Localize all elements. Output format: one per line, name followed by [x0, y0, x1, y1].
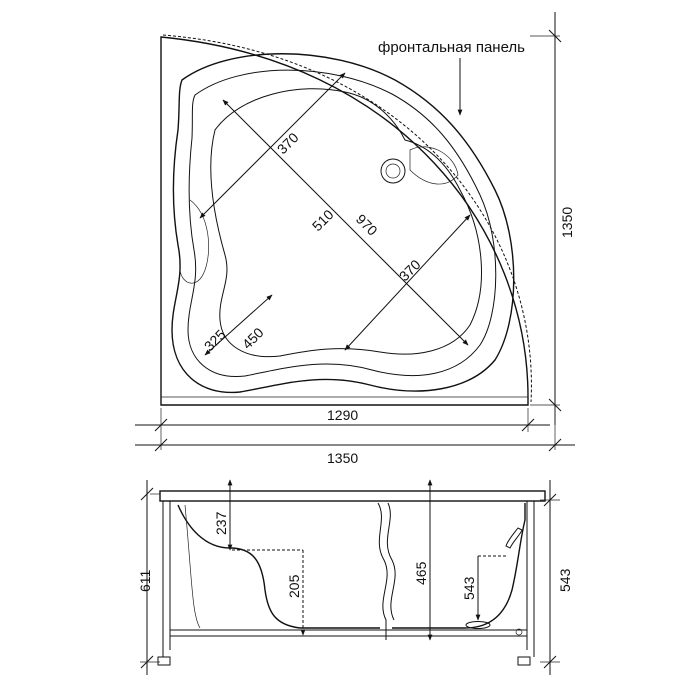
dim-543-right: 543 — [557, 568, 573, 592]
drain-circle — [380, 158, 406, 184]
dim-611-tick-t — [140, 487, 154, 501]
dim-450: 450 — [239, 324, 267, 352]
dim-1350-tick-l — [154, 438, 168, 452]
seat-contour — [179, 199, 209, 284]
dim-height-1350: 1350 — [559, 207, 575, 238]
cut-section-2 — [386, 502, 396, 621]
body-right-profile — [392, 503, 526, 629]
drain-side — [465, 621, 491, 629]
dim-510: 510 — [309, 206, 337, 234]
drain-inner — [385, 163, 401, 179]
diag-370-lower-line — [344, 214, 471, 351]
dim-1290-tick-l — [154, 418, 168, 432]
tick-bottom — [548, 398, 562, 412]
dim-325: 325 — [201, 326, 229, 354]
front-panel-label: фронтальная панель — [378, 39, 525, 56]
foot-left — [157, 656, 171, 666]
side-view: 611 237 205 465 543 543 — [137, 479, 573, 675]
body-left-profile — [177, 504, 380, 629]
top-view: 370 510 970 370 325 450 фронтальная пане… — [135, 12, 575, 466]
dim-543-tick-b — [543, 655, 557, 669]
bowl-inner — [187, 69, 497, 377]
cut-section — [377, 502, 388, 640]
foot-right — [517, 656, 531, 666]
diag-970-line — [222, 99, 469, 346]
body-left-inner — [184, 504, 201, 629]
overflow — [505, 527, 523, 549]
dim-width-1350: 1350 — [327, 450, 358, 466]
diag-510-line — [199, 72, 346, 219]
side-fitting — [515, 628, 523, 636]
diag-450-line — [204, 294, 273, 356]
dim-1350-tick-r — [548, 438, 562, 452]
dim-543-drain: 543 — [461, 576, 477, 600]
dim-465: 465 — [413, 561, 429, 585]
dim-1290-tick-r — [521, 418, 535, 432]
dim-width-1290: 1290 — [327, 407, 358, 423]
dim-205: 205 — [286, 574, 302, 598]
dim-237: 237 — [213, 511, 229, 535]
dim-543-tick-t — [543, 493, 557, 507]
tick-top — [548, 29, 562, 43]
rim — [159, 490, 546, 502]
dim-370-upper: 370 — [274, 129, 302, 157]
dim-370-lower: 370 — [396, 256, 424, 284]
dim-611: 611 — [137, 569, 153, 592]
bowl-outer — [171, 53, 515, 394]
